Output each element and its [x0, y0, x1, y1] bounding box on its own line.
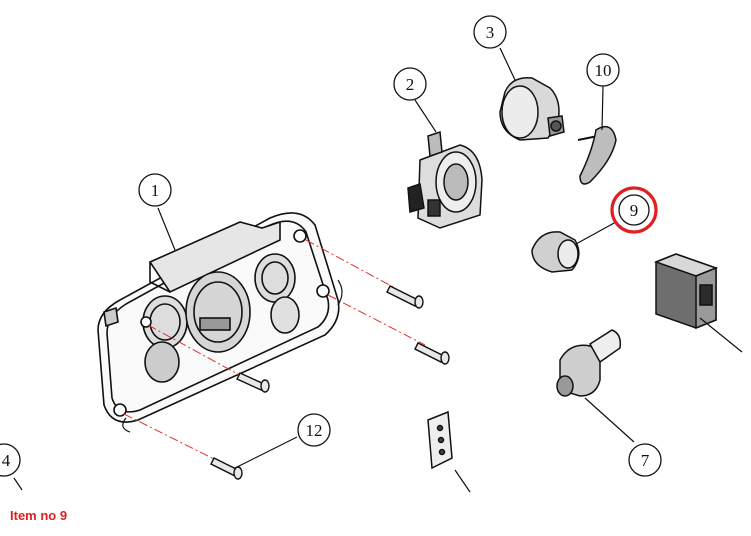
knob-part[interactable] — [531, 231, 580, 273]
callout-label-4: 4 — [2, 451, 11, 470]
screw-upper — [386, 285, 424, 309]
callout-3[interactable]: 3 — [473, 15, 507, 49]
key-part[interactable] — [577, 125, 617, 185]
callout-9[interactable]: 9 — [610, 186, 658, 234]
callout-label-3: 3 — [486, 23, 495, 42]
callout-label-10: 10 — [595, 61, 612, 80]
callout-label-7: 7 — [641, 451, 650, 470]
callout-1[interactable]: 1 — [138, 173, 172, 207]
exploded-parts-diagram: 1 2 3 4 7 9 10 12 — [0, 15, 743, 493]
callout-2[interactable]: 2 — [393, 67, 427, 101]
screw-parts[interactable] — [210, 285, 450, 480]
callout-label-12: 12 — [306, 421, 323, 440]
item-caption: Item no 9 — [10, 508, 68, 523]
assembly-leader-lines — [123, 239, 426, 463]
connector-plate-part[interactable] — [427, 410, 453, 470]
clip-arcs — [122, 279, 343, 433]
ignition-switch-part[interactable] — [499, 77, 565, 141]
callout-label-9: 9 — [630, 201, 639, 220]
connector-part[interactable] — [407, 130, 483, 229]
bulb-holder-part[interactable] — [556, 329, 622, 397]
callout-10[interactable]: 10 — [586, 53, 620, 87]
callout-label-2: 2 — [406, 75, 415, 94]
instrument-cluster-part[interactable] — [97, 212, 340, 423]
callout-4[interactable]: 4 — [0, 443, 21, 477]
callout-7[interactable]: 7 — [628, 443, 662, 477]
callout-label-1: 1 — [151, 181, 160, 200]
rocker-switch-part[interactable] — [653, 253, 719, 330]
screw-bottom — [210, 457, 243, 480]
highlight-ring — [610, 186, 658, 234]
callout-leaders — [13, 47, 743, 493]
screw-lower-left — [236, 372, 270, 393]
callout-12[interactable]: 12 — [297, 413, 331, 447]
screw-middle — [414, 342, 450, 365]
